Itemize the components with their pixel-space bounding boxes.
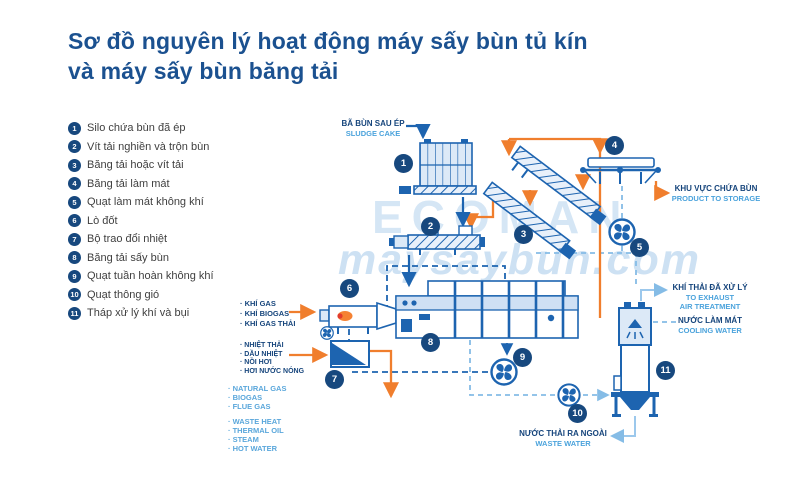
legend-item-label: Băng tải làm mát: [87, 177, 170, 190]
legend-item-label: Quạt làm mát không khí: [87, 196, 204, 209]
legend-item-number: 1: [68, 121, 81, 135]
heat-input-line: · HƠI NƯỚC NÓNG: [240, 367, 305, 375]
legend-item: 5 Quạt làm mát không khí: [68, 193, 214, 212]
label-waste-water-vi: NƯỚC THẢI RA NGOÀI: [519, 429, 607, 438]
label-sludge-cake-vi: BÃ BÙN SAU ÉP: [341, 119, 405, 128]
diagram-marker-8: 8: [421, 333, 440, 352]
label-sludge-cake: BÃ BÙN SAU ÉP SLUDGE CAKE: [339, 119, 407, 138]
diagram-marker-4: 4: [605, 136, 624, 155]
legend-list: 1 Silo chứa bùn đã ép 2 Vít tải nghiền và …: [68, 119, 214, 323]
legend-item: 3 Băng tải hoặc vít tải: [68, 156, 214, 175]
gas-input-line: · KHÍ GAS THẢI: [240, 319, 296, 328]
diagram-marker-2: 2: [421, 217, 440, 236]
gas-input-line-en: · NATURAL GAS: [228, 384, 287, 393]
diagram-marker-9: 9: [513, 348, 532, 367]
label-exhaust-vi: KHÍ THẢI ĐÃ XỬ LÝ: [672, 283, 748, 292]
belt-dryer-machine: [395, 280, 579, 339]
diagram-marker-3: 3: [514, 225, 533, 244]
legend-item-number: 7: [68, 232, 81, 246]
legend-item-label: Lò đốt: [87, 214, 118, 227]
legend-item: 10 Quạt thông gió: [68, 286, 214, 305]
gas-input-list: · KHÍ GAS · KHÍ BIOGAS · KHÍ GAS THẢI: [240, 299, 295, 329]
label-exhaust-en1: TO EXHAUST: [685, 292, 735, 302]
legend-item: 4 Băng tải làm mát: [68, 175, 214, 194]
heat-input-line-en: · HOT WATER: [228, 444, 278, 453]
product-flow-arrows: [289, 137, 671, 399]
ventilation-fan-icon: [557, 383, 581, 407]
diagram-marker-7: 7: [325, 370, 344, 389]
label-product-storage-en: PRODUCT TO STORAGE: [671, 193, 761, 203]
diagram-marker-10: 10: [568, 404, 587, 423]
heat-input-list-en: · WASTE HEAT · THERMAL OIL · STEAM · HOT…: [228, 417, 284, 453]
label-product-storage: KHU VỰC CHỨA BÙN PRODUCT TO STORAGE: [666, 184, 766, 203]
legend-item-number: 2: [68, 140, 81, 154]
legend-item-label: Quạt thông gió: [87, 288, 160, 301]
heat-input-line-en: · STEAM: [228, 435, 259, 444]
legend-item-label: Băng tải hoặc vít tải: [87, 159, 184, 172]
legend-item: 2 Vít tải nghiền và trộn bùn: [68, 138, 214, 157]
legend-item-label: Tháp xử lý khí và bụi: [87, 307, 190, 320]
heat-input-line: · NỒI HƠI: [240, 359, 272, 367]
gas-input-line-en: · FLUE GAS: [228, 402, 271, 411]
legend-item-label: Quạt tuần hoàn không khí: [87, 270, 214, 283]
heat-exchanger: [330, 340, 370, 368]
heat-input-list: · NHIỆT THẢI · DẦU NHIỆT · NỒI HƠI · HƠI…: [240, 342, 304, 376]
legend-item: 9 Quạt tuần hoàn không khí: [68, 267, 214, 286]
gas-input-line-en: · BIOGAS: [228, 393, 263, 402]
legend-item-number: 8: [68, 251, 81, 265]
mixing-screw-conveyor: [389, 225, 485, 255]
gas-input-line: · KHÍ GAS: [240, 299, 276, 308]
page-title-line1: Sơ đồ nguyên lý hoạt động máy sấy bùn tủ…: [68, 28, 588, 54]
inclined-conveyor-lower: [482, 181, 577, 260]
gas-input-list-en: · NATURAL GAS · BIOGAS · FLUE GAS: [228, 384, 286, 411]
page-title: Sơ đồ nguyên lý hoạt động máy sấy bùn tủ…: [68, 26, 628, 86]
legend-item: 1 Silo chứa bùn đã ép: [68, 119, 214, 138]
heat-input-line-en: · THERMAL OIL: [228, 426, 284, 435]
burner-machine: [319, 301, 397, 340]
sludge-input-arrows: [401, 123, 471, 288]
air-cooling-fan-icon: [608, 218, 636, 246]
diagram-marker-5: 5: [630, 238, 649, 257]
legend-item-label: Silo chứa bùn đã ép: [87, 122, 186, 135]
gas-input-line: · KHÍ BIOGAS: [240, 309, 290, 318]
diagram-marker-11: 11: [656, 361, 675, 380]
legend-item-label: Băng tải sấy bùn: [87, 251, 169, 264]
diagram-marker-6: 6: [340, 279, 359, 298]
label-exhaust: KHÍ THẢI ĐÃ XỬ LÝ TO EXHAUST AIR TREATME…: [667, 283, 753, 312]
legend-item-number: 5: [68, 195, 81, 209]
heat-input-line: · DẦU NHIỆT: [240, 350, 283, 358]
legend-item: 7 Bộ trao đổi nhiệt: [68, 230, 214, 249]
label-cooling-water: NƯỚC LÀM MÁT COOLING WATER: [667, 316, 753, 335]
legend-item: 8 Băng tải sấy bùn: [68, 249, 214, 268]
page-title-line2: và máy sấy bùn băng tải: [68, 58, 339, 84]
heat-input-line-en: · WASTE HEAT: [228, 417, 282, 426]
legend-item-label: Bộ trao đổi nhiệt: [87, 233, 168, 246]
label-cooling-water-en: COOLING WATER: [678, 325, 742, 335]
hot-air-recirculation-lines: [348, 265, 514, 373]
legend-item-number: 11: [68, 306, 81, 320]
legend-item-number: 9: [68, 269, 81, 283]
label-waste-water: NƯỚC THẢI RA NGOÀI WASTE WATER: [515, 429, 611, 448]
silo-machine: [399, 139, 477, 195]
heat-input-line: · NHIỆT THẢI: [240, 342, 284, 349]
legend-item-label: Vít tải nghiền và trộn bùn: [87, 140, 210, 153]
legend-item-number: 3: [68, 158, 81, 172]
label-cooling-water-vi: NƯỚC LÀM MÁT: [677, 316, 743, 325]
label-exhaust-en2: AIR TREATMENT: [679, 302, 741, 311]
legend-item: 6 Lò đốt: [68, 212, 214, 231]
recirculation-fan-icon: [490, 358, 518, 386]
legend-item-number: 4: [68, 177, 81, 191]
treatment-tower: [611, 302, 659, 417]
diagram-marker-1: 1: [394, 154, 413, 173]
label-product-storage-vi: KHU VỰC CHỨA BÙN: [674, 184, 758, 193]
label-waste-water-en: WASTE WATER: [535, 438, 591, 448]
cooling-belt-conveyor: [580, 157, 661, 184]
legend-item-number: 6: [68, 214, 81, 228]
inclined-conveyor-upper: [510, 145, 607, 226]
legend-item: 11 Tháp xử lý khí và bụi: [68, 304, 214, 323]
label-sludge-cake-en: SLUDGE CAKE: [345, 128, 401, 138]
exhaust-water-arrows: [610, 283, 668, 443]
legend-item-number: 10: [68, 288, 81, 302]
